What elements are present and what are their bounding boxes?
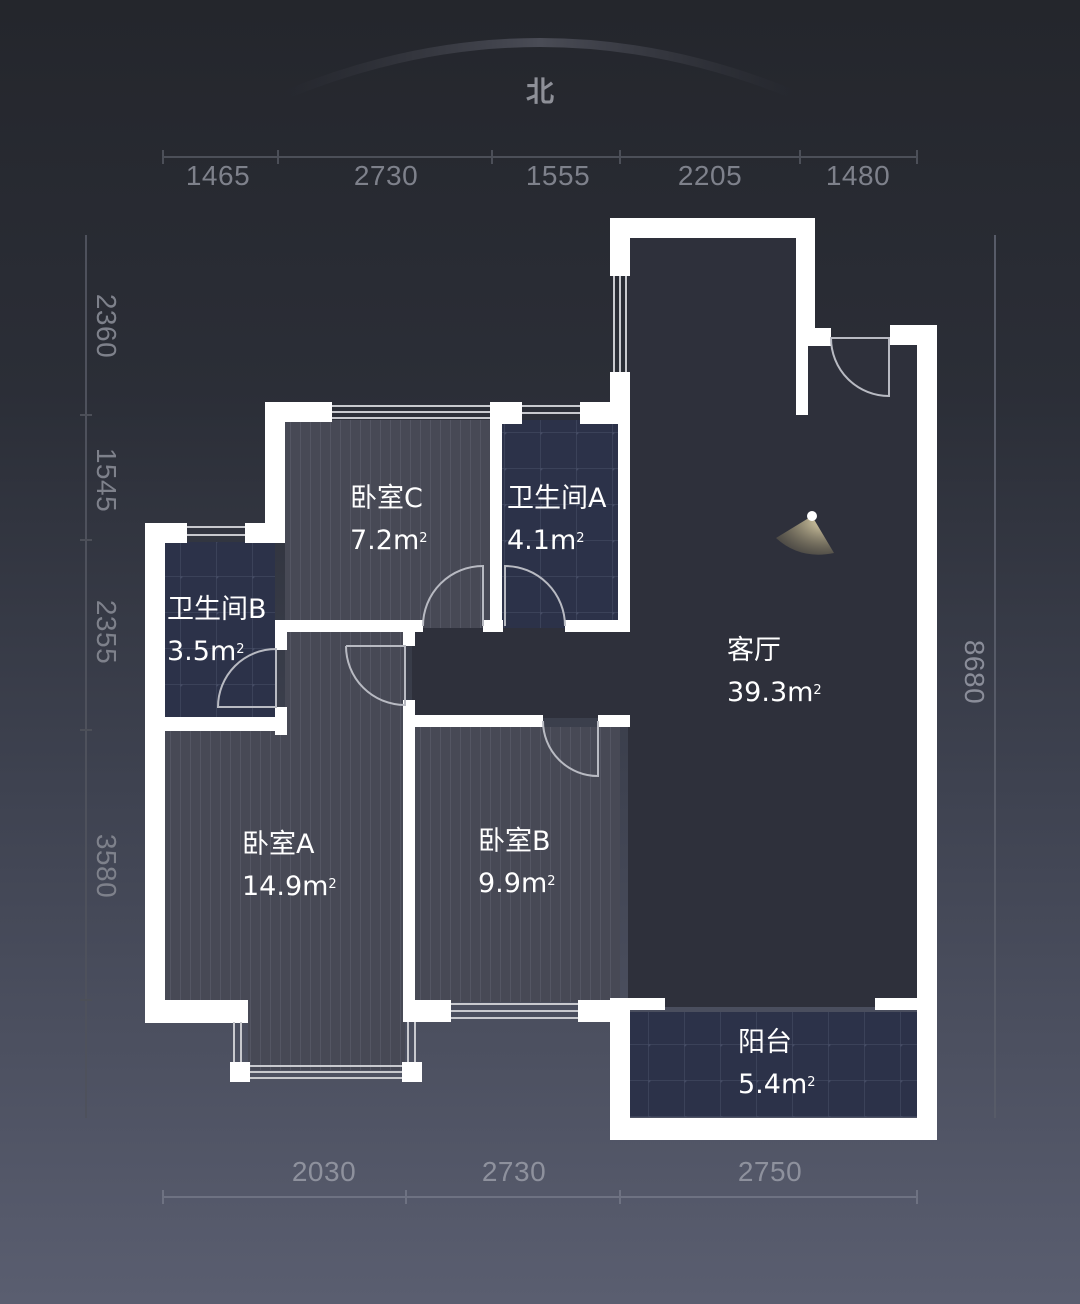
room-area: 4.1m <box>507 525 577 556</box>
dimension-bottom-3: 2750 <box>737 1156 803 1187</box>
room-area: 39.3m <box>727 677 814 708</box>
dimension-bottom-2: 2730 <box>481 1156 547 1187</box>
room-name: 卧室A <box>242 829 315 860</box>
north-arc-icon <box>283 38 797 100</box>
room-bathroom-a[interactable]: 卫生间A 4.1m2 <box>507 478 606 562</box>
dimension-top-3: 1555 <box>525 160 591 191</box>
room-name: 阳台 <box>738 1027 792 1058</box>
room-area: 5.4m <box>738 1069 808 1100</box>
dimension-top-4: 2205 <box>677 160 743 191</box>
room-balcony[interactable]: 阳台 5.4m2 <box>738 1022 816 1106</box>
dimension-left-2: 1545 <box>91 447 122 513</box>
door-bathroom-a <box>504 564 566 627</box>
door-bedroom-b <box>542 720 599 778</box>
room-bedroom-b[interactable]: 卧室B 9.9m2 <box>478 821 556 905</box>
bedroom-a-floor <box>165 730 405 1000</box>
bathroom-b-floor <box>165 542 275 717</box>
door-bedroom-a <box>345 645 406 707</box>
dimension-lines <box>80 150 996 1204</box>
balcony-floor <box>628 1012 918 1117</box>
room-area: 7.2m <box>350 525 420 556</box>
room-name: 卫生间A <box>507 483 607 514</box>
room-name: 卫生间B <box>167 594 267 625</box>
walls <box>145 218 937 1140</box>
dimension-top-1: 1465 <box>185 160 251 191</box>
bedroom-c-floor <box>285 420 492 628</box>
bathroom-a-floor <box>502 420 620 628</box>
dimension-left-3: 2355 <box>91 599 122 665</box>
room-area: 9.9m <box>478 868 548 899</box>
windows <box>187 276 627 1079</box>
bedroom-b-floor <box>415 727 620 1002</box>
dimension-left-1: 2360 <box>91 293 122 359</box>
dimension-top-5: 1480 <box>825 160 891 191</box>
camera-view-cone-icon <box>776 511 834 555</box>
dimension-bottom-1: 2030 <box>291 1156 357 1187</box>
door-bathroom-b <box>216 647 277 708</box>
door-entrance <box>829 337 890 398</box>
doors <box>216 337 890 778</box>
dimension-left-4: 3580 <box>91 833 122 899</box>
room-area: 3.5m <box>167 636 237 667</box>
room-living-room[interactable]: 客厅 39.3m2 <box>727 630 822 714</box>
room-name: 卧室B <box>478 826 551 857</box>
dimension-top-2: 2730 <box>353 160 419 191</box>
room-bathroom-b[interactable]: 卫生间B 3.5m2 <box>167 589 267 673</box>
room-name: 卧室C <box>350 483 423 514</box>
dimension-right-1: 8680 <box>959 639 990 705</box>
room-name: 客厅 <box>727 635 781 666</box>
door-bedroom-c <box>422 564 484 627</box>
room-bedroom-c[interactable]: 卧室C 7.2m2 <box>350 478 428 562</box>
room-bedroom-a[interactable]: 卧室A 14.9m2 <box>242 824 337 908</box>
room-area: 14.9m <box>242 871 329 902</box>
north-label: 北 <box>525 75 555 108</box>
